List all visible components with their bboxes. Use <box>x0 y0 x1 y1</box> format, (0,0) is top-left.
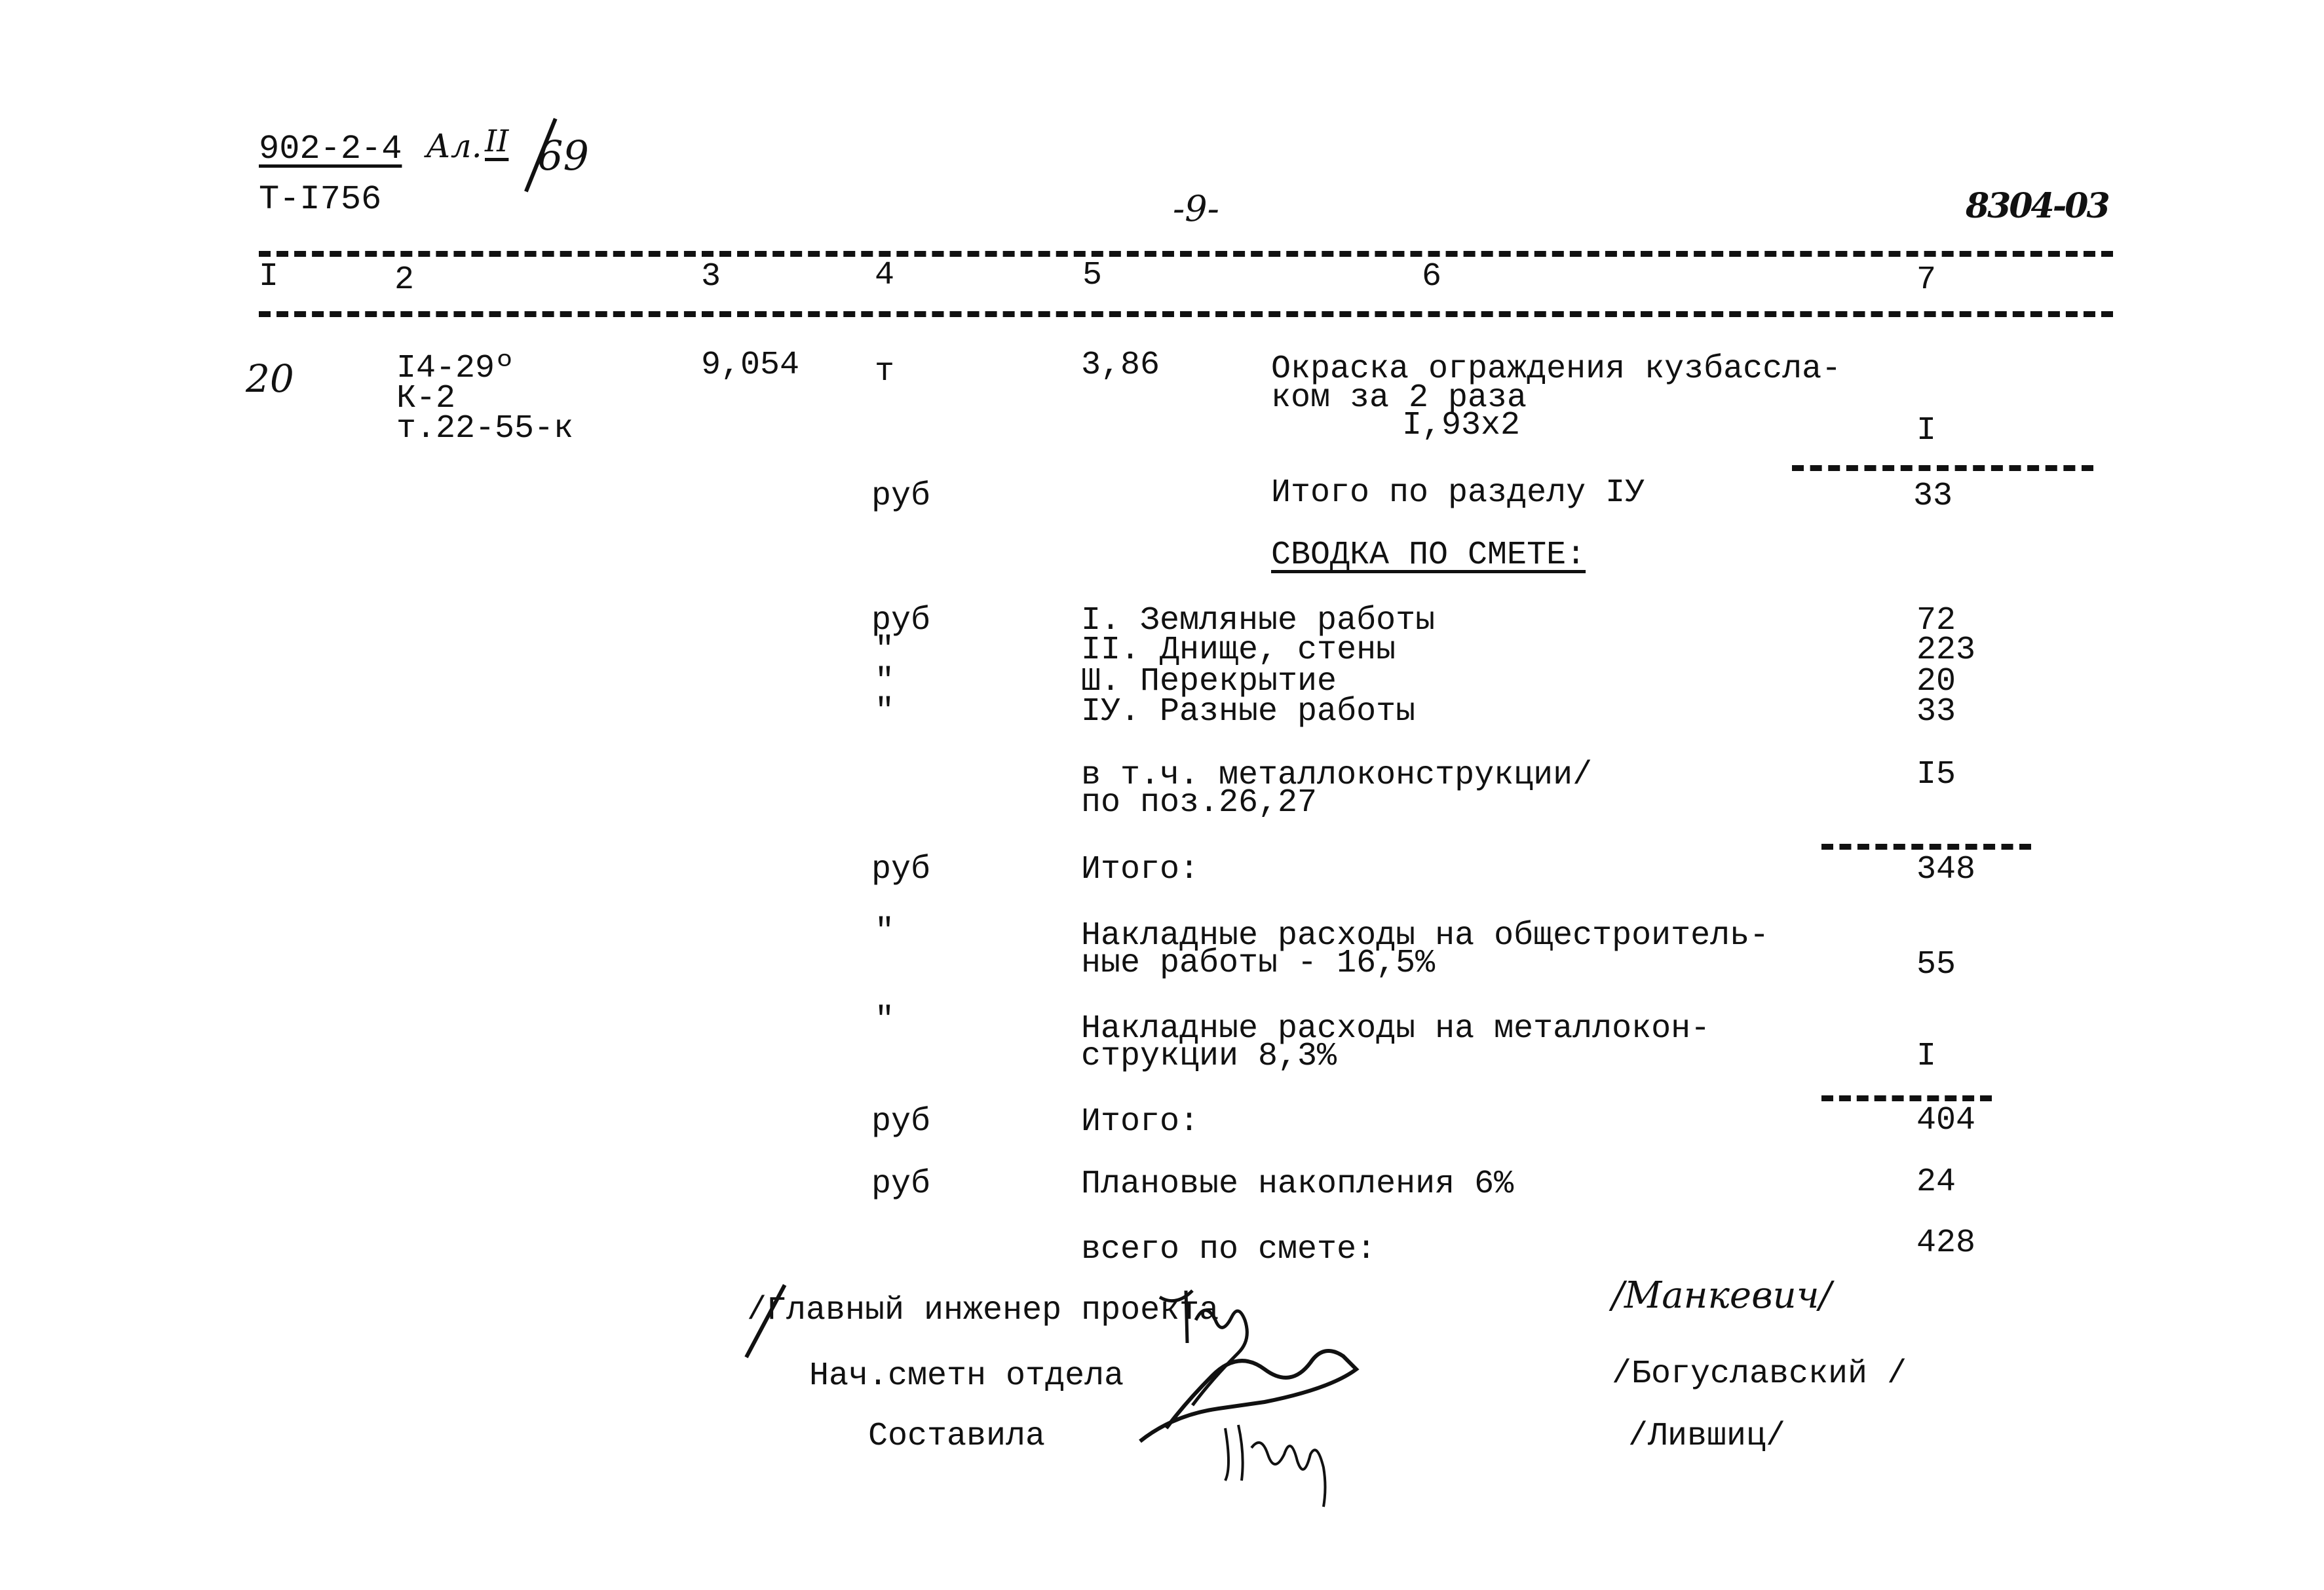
signature-name: /Богуславский / <box>1612 1355 1907 1393</box>
signature-compiler <box>1224 1424 1327 1507</box>
header-bottom-rule <box>259 311 2113 317</box>
row-code-line: К-2 <box>396 380 456 417</box>
header-top-rule <box>259 251 2113 257</box>
row-quantity: 9,054 <box>701 347 800 384</box>
summary-label: II. Днище, стены <box>1081 632 1396 669</box>
subtotal-1-unit: руб <box>871 851 931 888</box>
summary-value: 33 <box>1916 693 1956 730</box>
summary-unit: " <box>875 693 895 730</box>
row-position: 20 <box>246 356 294 401</box>
summary-value: 223 <box>1916 632 1976 669</box>
subtotal-2-unit: руб <box>871 1103 931 1141</box>
row-description-line: Окраска ограждения кузбассла- <box>1271 350 1842 388</box>
column-header-4: 4 <box>875 257 895 294</box>
signature-role: /Главный инженер проекта <box>747 1292 1219 1329</box>
project-code: 902-2-4 <box>259 130 402 168</box>
overhead-metal-line: Накладные расходы на металлокон- <box>1081 1010 1711 1048</box>
signature-role: Нач.сметн отдела <box>809 1357 1124 1395</box>
summary-label: Ш. Перекрытие <box>1081 663 1337 700</box>
metal-note-value: I5 <box>1916 756 1956 793</box>
subtotal-2-value: 404 <box>1916 1102 1976 1139</box>
signature-name: /Манкевич/ <box>1612 1274 1832 1317</box>
subtotal-1-label: Итого: <box>1081 851 1200 888</box>
summary-unit: " <box>875 632 895 669</box>
row-code-line: т.22-55-к <box>396 410 574 447</box>
row-code: I4-29º К-2 т.22-55-к <box>396 350 574 447</box>
signature-role: Составила <box>868 1418 1046 1455</box>
sheet-note: Ал. <box>426 127 482 165</box>
sheet-roman: II <box>485 123 509 159</box>
grand-total-value: 428 <box>1916 1224 1976 1262</box>
row-description: Окраска ограждения кузбассла- ком за 2 р… <box>1271 350 1842 444</box>
sheet-number: 69 <box>537 132 589 180</box>
column-header-3: 3 <box>701 258 721 295</box>
signature-chief-engineer <box>1139 1289 1360 1443</box>
planned-savings-label: Плановые накопления 6% <box>1081 1165 1514 1203</box>
column-header-6: 6 <box>1422 258 1442 295</box>
summary-title: СВОДКА ПО СМЕТЕ: <box>1271 537 1586 574</box>
summary-value: 20 <box>1916 663 1956 700</box>
subtotal-2-label: Итого: <box>1081 1103 1200 1141</box>
metal-note-line: по поз.26,27 <box>1081 784 1318 822</box>
column-header-1: I <box>259 258 279 295</box>
row-unit: т <box>875 353 895 390</box>
planned-savings-unit: руб <box>871 1165 931 1203</box>
page-number: -9- <box>1173 188 1219 229</box>
overhead-metal-value: I <box>1916 1038 1937 1075</box>
overhead-general-line: ные работы - 16,5% <box>1081 945 1436 982</box>
section-total-value: 33 <box>1913 478 1953 515</box>
summary-unit: руб <box>871 602 931 639</box>
section-total-unit: руб <box>871 478 931 515</box>
overhead-metal-unit: " <box>875 1002 895 1039</box>
summary-label: I. Земляные работы <box>1081 602 1436 639</box>
column-header-5: 5 <box>1082 257 1103 294</box>
subtotal-rule <box>1821 1095 1992 1101</box>
grand-total-label: всего по смете: <box>1081 1231 1377 1268</box>
row-description-line: ком за 2 раза <box>1271 379 1527 417</box>
summary-unit: " <box>875 663 895 700</box>
row-description-line: I,93х2 <box>1402 407 1521 444</box>
summary-label: IУ. Разные работы <box>1081 693 1416 730</box>
subtotal-1-value: 348 <box>1916 851 1976 888</box>
column-header-2: 2 <box>394 261 415 299</box>
summary-value: 72 <box>1916 602 1956 639</box>
metal-note-text: в т.ч. металлоконструкции/ по поз.26,27 <box>1081 757 1593 822</box>
document-number: 8304-03 <box>1966 186 2110 226</box>
subtotal-rule <box>1792 465 2093 471</box>
row-code-line: I4-29º <box>396 350 515 387</box>
row-unit-price: 3,86 <box>1081 347 1160 384</box>
overhead-metal-line: струкции 8,3% <box>1081 1038 1337 1075</box>
planned-savings-value: 24 <box>1916 1164 1956 1201</box>
section-total-label: Итого по разделу IУ <box>1271 474 1645 512</box>
overhead-general-line: Накладные расходы на общестроитель- <box>1081 917 1770 955</box>
overhead-general-text: Накладные расходы на общестроитель- ные … <box>1081 917 1770 982</box>
overhead-general-value: 55 <box>1916 946 1956 983</box>
subtotal-rule <box>1821 844 2031 850</box>
column-header-7: 7 <box>1916 261 1937 299</box>
metal-note-line: в т.ч. металлоконструкции/ <box>1081 757 1593 794</box>
overhead-metal-text: Накладные расходы на металлокон- струкци… <box>1081 1010 1711 1075</box>
signature-name: /Лившиц/ <box>1628 1418 1786 1455</box>
row-total: I <box>1916 412 1937 449</box>
overhead-general-unit: " <box>875 913 895 951</box>
drawing-code: Т-I756 <box>259 180 382 219</box>
